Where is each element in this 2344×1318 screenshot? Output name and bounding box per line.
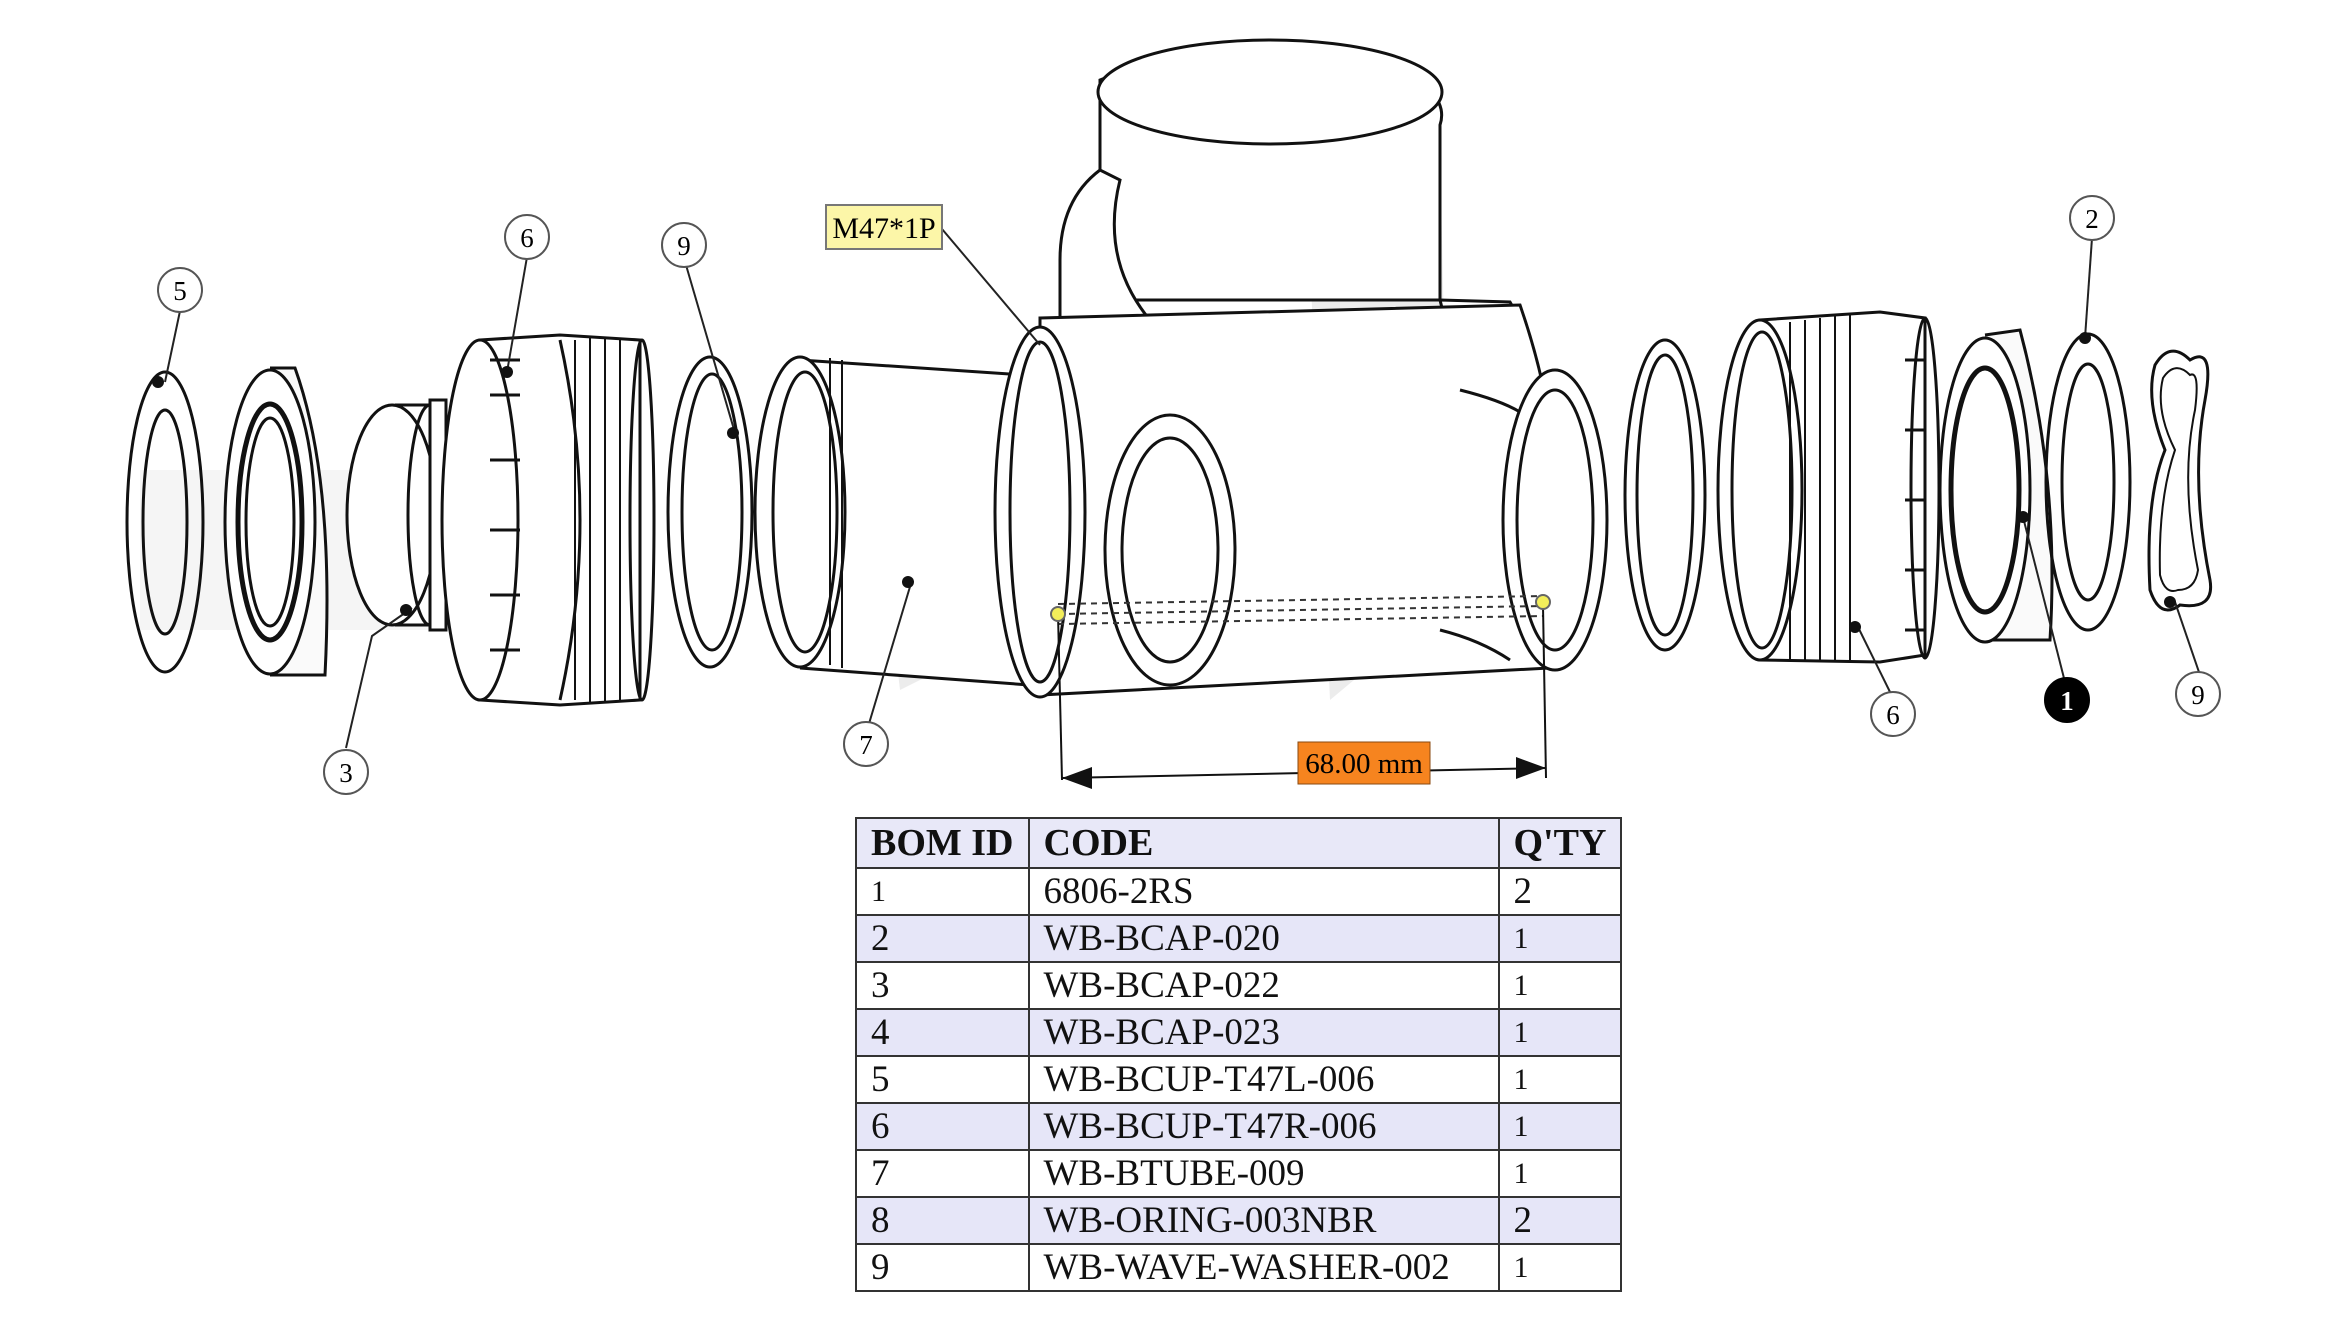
part-4-washer <box>125 370 205 674</box>
bom-qty: 1 <box>1497 1008 1623 1057</box>
svg-text:6: 6 <box>1886 700 1900 730</box>
callout-7: 7 <box>843 721 889 767</box>
bom-code: 6806-2RS <box>1027 867 1500 916</box>
bom-id: 5 <box>855 1055 1030 1104</box>
bom-row: 9 WB-WAVE-WASHER-002 1 <box>855 1243 1623 1292</box>
svg-text:3: 3 <box>339 758 353 788</box>
callout-6: 6 <box>1870 691 1916 737</box>
bom-qty: 1 <box>1497 1102 1623 1151</box>
bom-id: 9 <box>855 1243 1030 1292</box>
thread-axis <box>1057 595 1544 625</box>
bom-code: WB-BCAP-023 <box>1027 1008 1500 1057</box>
thread-spec-label: M47*1P <box>825 204 943 250</box>
bom-qty: 1 <box>1497 914 1623 963</box>
bom-row: 3 WB-BCAP-022 1 <box>855 961 1623 1010</box>
part-8-oring <box>666 355 754 669</box>
bom-qty: 1 <box>1497 961 1623 1010</box>
bom-table: BOM ID CODE Q'TY 1 6806-2RS 2 2 WB-BCAP-… <box>855 817 1623 1292</box>
svg-text:7: 7 <box>859 730 873 760</box>
bom-header-id: BOM ID <box>855 817 1030 869</box>
part-2-washer <box>2044 332 2132 632</box>
part-3-cap <box>345 398 454 632</box>
bom-id: 6 <box>855 1102 1030 1151</box>
bom-code: WB-WAVE-WASHER-002 <box>1027 1243 1500 1292</box>
bom-row: 2 WB-BCAP-020 1 <box>855 914 1623 963</box>
callout-9: 9 <box>2175 671 2221 717</box>
bom-row: 5 WB-BCUP-T47L-006 1 <box>855 1055 1623 1104</box>
bearing-left <box>223 366 329 677</box>
bom-qty: 1 <box>1497 1055 1623 1104</box>
callout-2: 2 <box>2069 195 2115 241</box>
bom-id: 4 <box>855 1008 1030 1057</box>
bom-row: 7 WB-BTUBE-009 1 <box>855 1149 1623 1198</box>
bom-qty: 1 <box>1497 1243 1623 1292</box>
bom-id: 2 <box>855 914 1030 963</box>
bom-code: WB-BCAP-022 <box>1027 961 1500 1010</box>
bom-id: 1 <box>855 867 1030 916</box>
svg-text:2: 2 <box>2085 204 2099 234</box>
callout-leaders <box>164 228 2202 749</box>
bom-id: 3 <box>855 961 1030 1010</box>
svg-text:M47*1P: M47*1P <box>832 212 935 245</box>
svg-text:68.00 mm: 68.00 mm <box>1305 748 1423 780</box>
bom-row: 1 6806-2RS 2 <box>855 867 1623 916</box>
callout-5: 6 <box>504 214 550 260</box>
leader-dots <box>152 332 2176 633</box>
bb-shell <box>993 38 1609 699</box>
part-9-wave-washer <box>2147 349 2213 612</box>
bearing-right <box>1938 328 2054 644</box>
bom-code: WB-BCAP-020 <box>1027 914 1500 963</box>
svg-text:1: 1 <box>2060 686 2074 716</box>
bom-qty: 1 <box>1497 1149 1623 1198</box>
bom-code: WB-ORING-003NBR <box>1027 1196 1500 1245</box>
bom-header-code: CODE <box>1027 817 1500 869</box>
bom-header-qty: Q'TY <box>1497 817 1623 869</box>
bom-row: 6 WB-BCUP-T47R-006 1 <box>855 1102 1623 1151</box>
part-8-oring-right <box>1623 338 1707 652</box>
part-6-right-cup <box>1716 310 1941 664</box>
thread-end-markers <box>1050 594 1551 622</box>
bom-code: WB-BCUP-T47L-006 <box>1027 1055 1500 1104</box>
callout-1: 1 <box>2044 677 2090 723</box>
callout-3: 3 <box>323 749 369 795</box>
bom-header-row: BOM ID CODE Q'TY <box>855 817 1623 869</box>
bom-code: WB-BCUP-T47R-006 <box>1027 1102 1500 1151</box>
bom-id: 7 <box>855 1149 1030 1198</box>
bom-row: 4 WB-BCAP-023 1 <box>855 1008 1623 1057</box>
svg-text:9: 9 <box>677 231 691 261</box>
svg-text:5: 5 <box>173 276 187 306</box>
callout-8: 9 <box>661 222 707 268</box>
svg-text:6: 6 <box>520 223 534 253</box>
bom-qty: 2 <box>1497 1196 1623 1245</box>
bom-code: WB-BTUBE-009 <box>1027 1149 1500 1198</box>
callout-4: 5 <box>157 267 203 313</box>
bom-qty: 2 <box>1497 867 1623 916</box>
bom-id: 8 <box>855 1196 1030 1245</box>
bom-row: 8 WB-ORING-003NBR 2 <box>855 1196 1623 1245</box>
dimension-68mm: 68.00 mm <box>1057 605 1547 789</box>
svg-text:9: 9 <box>2191 680 2205 710</box>
part-5-left-cup <box>440 333 656 707</box>
